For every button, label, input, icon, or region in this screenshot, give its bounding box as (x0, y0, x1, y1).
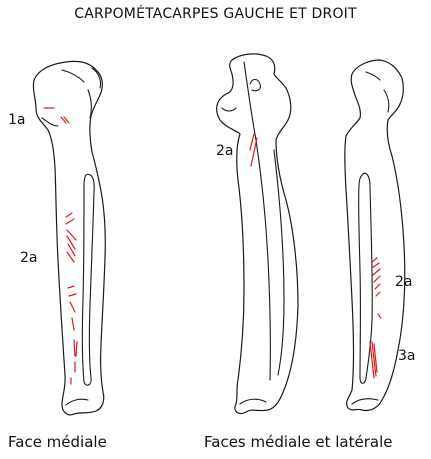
label-2a-middle: 2a (216, 143, 234, 159)
label-3a-right: 3a (398, 348, 416, 364)
middle-bone-outline (217, 54, 298, 414)
caption-medial-lateral-faces: Faces médiale et latérale (204, 433, 393, 451)
left-carpometacarpus (33, 61, 105, 414)
caption-medial-face: Face médiale (8, 433, 107, 451)
middle-carpometacarpus (217, 54, 298, 414)
label-2a-right: 2a (395, 274, 413, 290)
label-1a-left: 1a (8, 112, 26, 128)
right-carpometacarpus (345, 60, 405, 411)
left-bone-outline (33, 61, 105, 414)
right-bone-outline (345, 60, 405, 411)
label-2a-left: 2a (20, 250, 38, 266)
